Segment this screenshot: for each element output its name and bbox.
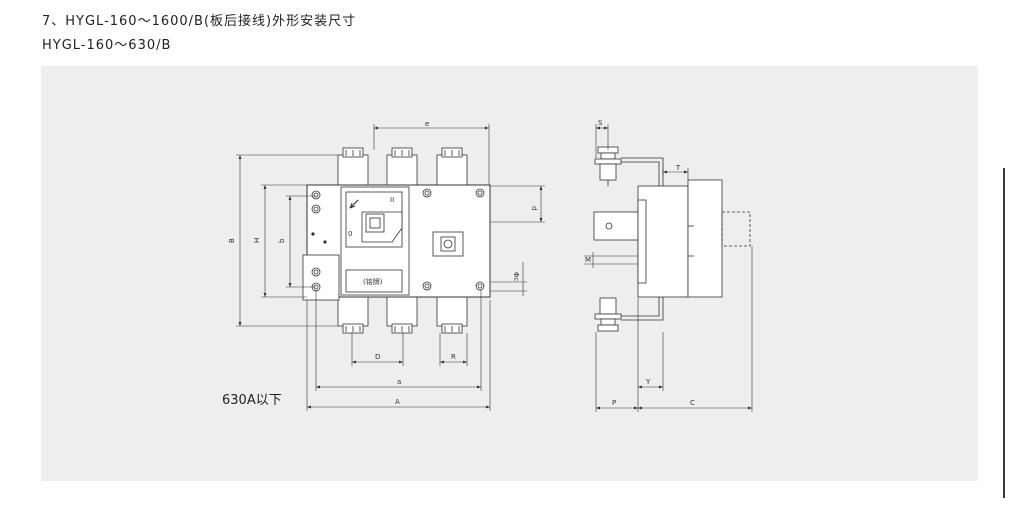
dim-label-C: C: [690, 399, 695, 407]
nameplate-frame: [345, 269, 403, 293]
dim-label-S: S: [598, 119, 603, 127]
handle-icon: [349, 199, 403, 243]
terminal-top-1: [337, 147, 369, 188]
bolt-bottom-icon: [594, 297, 664, 332]
terminal-top-2: [386, 147, 418, 188]
switch-off-label: 0: [348, 230, 352, 238]
front-view: [236, 124, 545, 411]
dim-label-a: a: [397, 378, 401, 386]
diagram-panel: [41, 66, 978, 481]
page-subtitle: HYGL-160～630/B: [42, 38, 172, 53]
dim-label-M: M: [585, 256, 591, 264]
nameplate-label: (铭牌): [363, 277, 383, 286]
terminal-bottom-1: [337, 293, 369, 334]
dim-label-phic: Φc: [512, 272, 520, 282]
range-note: 630A以下: [222, 393, 282, 408]
dim-label-T: T: [675, 164, 681, 172]
edge-bar: [1003, 168, 1005, 498]
dim-label-D: D: [375, 353, 380, 361]
bolt-top-icon: [594, 146, 664, 186]
dim-label-e: e: [425, 120, 429, 128]
indicator-box: [432, 231, 464, 257]
dim-label-R: R: [451, 353, 456, 361]
aux-block: [302, 254, 340, 301]
side-view: [584, 124, 753, 412]
dim-label-A: A: [395, 398, 400, 406]
dim-label-H: H: [253, 238, 261, 243]
dim-label-P: P: [612, 399, 616, 407]
terminal-bottom-3: [436, 293, 468, 334]
dim-label-b: b: [278, 238, 286, 243]
dim-label-d: d: [530, 206, 538, 210]
terminal-bottom-2: [386, 293, 418, 334]
bracket: [593, 211, 639, 241]
dim-label-B: B: [228, 238, 236, 243]
switch-on-label: II: [390, 196, 394, 204]
terminal-top-3: [436, 147, 468, 188]
page-title: 7、HYGL-160～1600/B(板后接线)外形安装尺寸: [42, 14, 357, 29]
dim-label-Y: Y: [645, 378, 651, 386]
